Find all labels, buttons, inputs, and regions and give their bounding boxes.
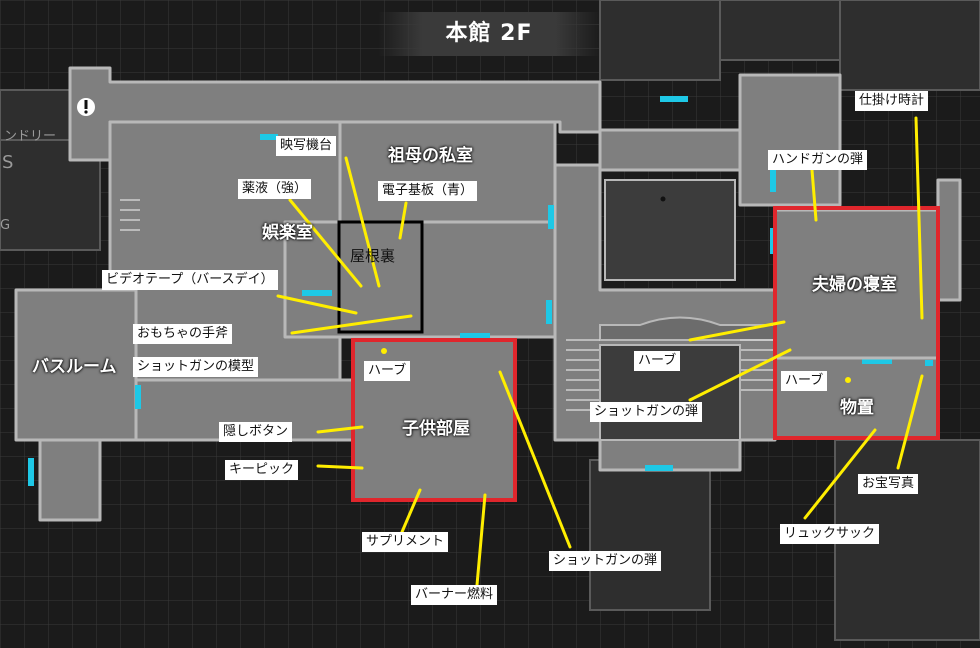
partial-label-s: S xyxy=(2,152,14,173)
floor-title: 本館 2F xyxy=(445,21,533,46)
callout-shotgun-ammo-hall: ショットガンの弾 xyxy=(590,402,703,422)
callout-otakara: お宝写真 xyxy=(858,474,919,494)
callout-video: ビデオテープ（バースデイ） xyxy=(102,270,278,290)
title-banner xyxy=(378,12,600,56)
room-label-sobo: 祖母の私室 xyxy=(388,146,473,166)
room-label-fuufu: 夫婦の寝室 xyxy=(812,275,897,295)
callout-herb-monooki: ハーブ xyxy=(781,371,828,391)
hall-marker xyxy=(660,196,666,202)
callout-eishakidai: 映写機台 xyxy=(276,136,337,156)
callout-ono: おもちゃの手斧 xyxy=(133,324,233,344)
callout-supplement: サプリメント xyxy=(362,532,449,552)
callout-herb-hall: ハーブ xyxy=(634,351,681,371)
callout-lines xyxy=(276,116,924,587)
callout-shikake: 仕掛け時計 xyxy=(855,91,929,111)
callout-handgun-ammo: ハンドガンの弾 xyxy=(768,150,868,170)
exclamation-icon xyxy=(77,98,95,116)
callout-keypick: キーピック xyxy=(225,460,299,480)
callout-herb-kodomo: ハーブ xyxy=(364,361,411,381)
item-dots xyxy=(381,348,851,383)
room-label-bath: バスルーム xyxy=(32,357,117,377)
attic-highlight xyxy=(337,220,424,334)
stairs xyxy=(120,199,775,411)
callout-shotgun-model: ショットガンの模型 xyxy=(133,357,259,377)
partial-label-laundry: ンドリー xyxy=(4,129,57,144)
callout-burner: バーナー燃料 xyxy=(411,585,498,605)
room-label-kodomo: 子供部屋 xyxy=(402,419,470,439)
callout-kakushi: 隠しボタン xyxy=(219,422,293,442)
callout-denshi: 電子基板（青） xyxy=(378,181,478,201)
inner-openings xyxy=(599,179,741,441)
room-label-monooki: 物置 xyxy=(840,398,874,418)
room-label-goraku: 娯楽室 xyxy=(262,223,313,243)
callout-rucksack: リュックサック xyxy=(780,524,880,544)
callout-shotgun-ammo-kodomo: ショットガンの弾 xyxy=(549,551,662,571)
callout-yakueki: 薬液（強） xyxy=(238,179,312,199)
room-label-yaneura: 屋根裏 xyxy=(350,247,396,265)
partial-label-g: G xyxy=(0,218,11,233)
